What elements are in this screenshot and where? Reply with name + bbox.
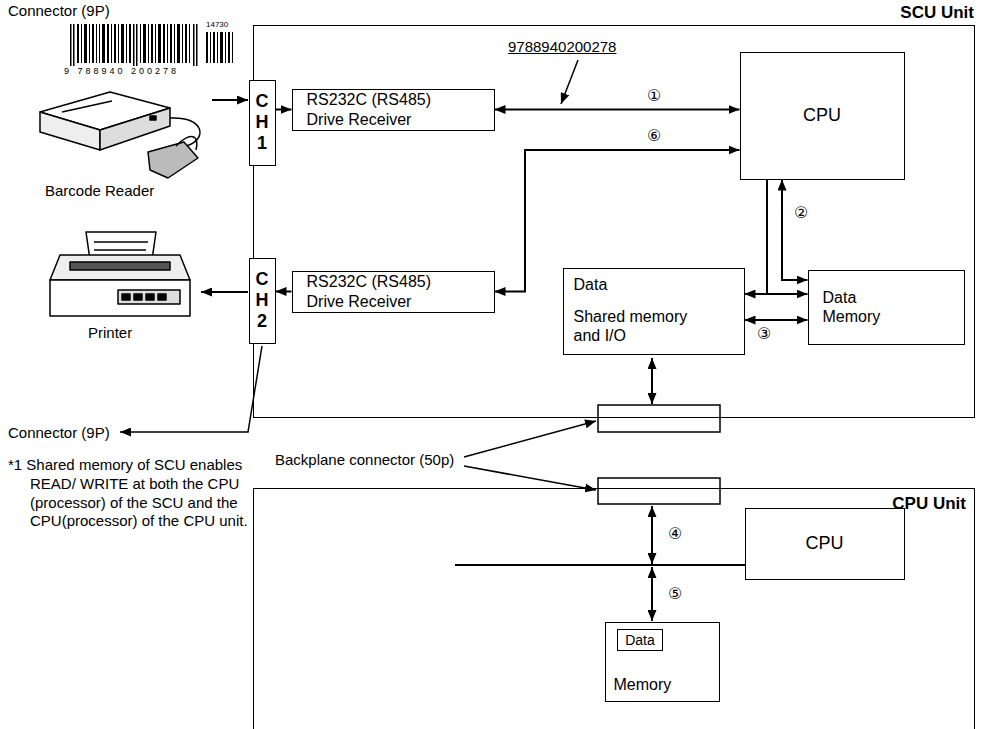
reader-scanner	[148, 142, 198, 178]
cpu-bus	[455, 564, 745, 566]
shared-bus-arrow	[651, 358, 653, 404]
backplane-connector	[598, 405, 720, 432]
connector-label: Backplane connector (50p)	[275, 451, 454, 469]
box-label: RS232C (RS485) Drive Receiver	[307, 90, 447, 128]
footnote: *1 Shared memory of SCU enables READ/ WR…	[8, 456, 248, 531]
box-label: Shared memory and I/O	[574, 307, 704, 345]
unit-title: SCU Unit	[900, 3, 974, 23]
connector-label: Connector (9P)	[8, 424, 110, 442]
bus-connector	[276, 291, 292, 293]
memory-box: Memory Data	[605, 622, 720, 702]
printer-button	[134, 294, 142, 300]
callout-number: ⑤	[668, 584, 682, 603]
driver-receiver-box: RS232C (RS485) Drive Receiver	[292, 271, 495, 313]
barcode-reader-figure	[40, 92, 200, 178]
connector-leader	[464, 421, 596, 457]
reader-cable	[170, 118, 200, 146]
barcode-digits: 9 788940 200278	[64, 67, 179, 76]
printer-button	[158, 294, 166, 300]
unit-box: CPU UnitCPU Memory Data	[253, 488, 975, 729]
reader-lamp	[150, 116, 156, 120]
bus-arrow	[651, 567, 653, 621]
callout-number: ④	[668, 524, 682, 543]
data-area-box: Data	[617, 629, 663, 651]
box-label: RS232C (RS485) Drive Receiver	[307, 272, 447, 310]
callout-number: ③	[755, 326, 773, 342]
channel-connector: C H 1	[249, 80, 276, 166]
driver-receiver-box: RS232C (RS485) Drive Receiver	[292, 89, 495, 131]
box-label: Data	[574, 275, 608, 294]
paper-line	[94, 249, 146, 251]
bus-connector	[495, 109, 740, 111]
cpu-box: CPU	[745, 508, 905, 580]
reader-side	[100, 108, 170, 150]
channel-label: C H 2	[253, 269, 271, 331]
reader-slot	[62, 101, 112, 112]
bus-connector	[782, 180, 808, 281]
bus-arrow	[651, 506, 653, 564]
barcode-bars	[70, 24, 233, 66]
printer-top	[50, 255, 190, 280]
bus-connector	[745, 180, 768, 295]
connector-leader	[120, 346, 262, 432]
paper-line	[94, 241, 148, 243]
callout-number: ⑥	[645, 128, 663, 144]
callout-leader	[561, 60, 578, 104]
connector-leader	[464, 466, 596, 490]
device-label: Printer	[88, 324, 132, 342]
callout-number: ②	[792, 205, 810, 221]
channel-label: C H 1	[253, 91, 271, 153]
unit-box: SCU UnitC H 1RS232C (RS485) Drive Receiv…	[253, 25, 975, 418]
reader-handle	[176, 137, 197, 150]
callout-number: ①	[645, 88, 663, 104]
printer-figure	[50, 232, 190, 316]
device-label: Barcode Reader	[45, 182, 154, 200]
bus-connector	[745, 319, 808, 321]
data-memory-box: Data Memory	[808, 270, 965, 345]
box-label: CPU	[805, 533, 843, 555]
box-label: Data Memory	[823, 288, 881, 326]
connector-label: Connector (9P)	[8, 2, 110, 20]
cpu-box: CPU	[740, 52, 905, 180]
data-callout: 9788940200278	[508, 38, 616, 56]
box-label: Data	[625, 632, 655, 649]
box-label: CPU	[803, 105, 841, 127]
output-arrow	[201, 291, 248, 293]
printer-slot	[70, 262, 170, 270]
box-label: Memory	[614, 675, 672, 694]
printer-button	[146, 294, 154, 300]
barcode-digits: 14730	[206, 21, 228, 29]
unit-title: CPU Unit	[892, 494, 966, 514]
shared-memory-box: DataShared memory and I/O	[563, 268, 745, 355]
backplane-connector	[598, 478, 720, 504]
bus-connector	[276, 109, 292, 111]
reader-front	[40, 112, 100, 150]
printer-button	[122, 294, 130, 300]
input-arrow	[212, 99, 248, 101]
printer-panel	[118, 290, 180, 304]
printer-front	[50, 280, 190, 316]
channel-connector: C H 2	[249, 258, 276, 344]
